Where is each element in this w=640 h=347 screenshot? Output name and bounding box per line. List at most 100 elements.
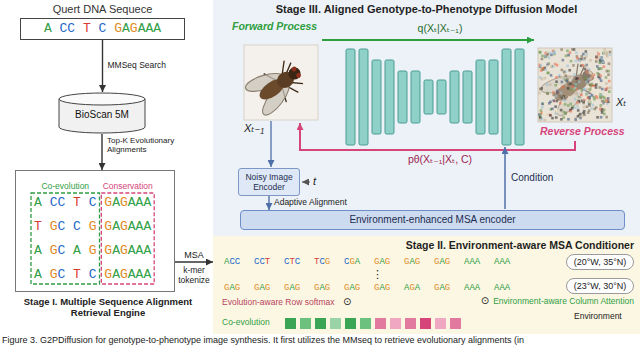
base-letter: T	[73, 195, 81, 210]
noise-pixel	[609, 53, 612, 56]
noise-pixel	[593, 74, 596, 77]
noise-pixel	[546, 72, 549, 75]
noise-pixel	[561, 97, 564, 100]
noise-pixel	[608, 80, 611, 83]
noise-pixel	[539, 64, 542, 67]
noise-pixel	[551, 117, 554, 120]
noise-pixel	[599, 93, 602, 96]
noise-pixel	[603, 113, 606, 116]
noise-pixel	[545, 113, 548, 116]
kmer-token: GAG	[314, 283, 330, 293]
noisy-image	[538, 48, 612, 122]
base-letter: C	[60, 21, 68, 36]
noise-pixel	[544, 119, 547, 122]
base-letter	[106, 21, 114, 36]
annotation-label: Forward Process	[232, 20, 317, 32]
noise-pixel	[560, 92, 563, 95]
noise-pixel	[545, 51, 548, 54]
noise-pixel	[601, 100, 604, 103]
base-letter: C	[295, 257, 300, 267]
noise-pixel	[578, 98, 581, 101]
base-letter: A	[143, 195, 151, 210]
noise-pixel	[591, 94, 594, 97]
noise-pixel	[605, 88, 608, 91]
noise-pixel	[568, 69, 571, 72]
noise-pixel	[584, 96, 587, 99]
base-letter: A	[499, 257, 504, 267]
noise-pixel	[606, 51, 609, 54]
noise-pixel	[569, 76, 572, 79]
noise-pixel	[599, 59, 602, 62]
noise-pixel	[585, 80, 588, 83]
insect-head	[580, 68, 596, 84]
unet-block	[450, 71, 459, 123]
noise-pixel	[554, 84, 557, 87]
base-letter: C	[57, 243, 65, 258]
noise-pixel	[607, 111, 610, 114]
noise-pixel	[592, 104, 595, 107]
base-letter: A	[136, 267, 144, 282]
base-letter: C	[259, 257, 264, 267]
unet-block	[489, 60, 498, 134]
unet-block	[372, 60, 381, 134]
base-letter: A	[128, 243, 136, 258]
noise-pixel	[584, 77, 587, 80]
base-letter: G	[120, 267, 128, 282]
noise-pixel	[607, 73, 610, 76]
noise-pixel	[554, 105, 557, 108]
noise-pixel	[584, 68, 587, 71]
noise-pixel	[590, 85, 593, 88]
noise-pixel	[588, 101, 591, 104]
base-letter	[42, 243, 50, 258]
noise-pixel	[561, 81, 564, 84]
base-letter: C	[344, 257, 349, 267]
base-letter: A	[379, 283, 384, 293]
noise-pixel	[577, 109, 580, 112]
dna-sequence: T GC C G GAGAAA	[34, 215, 166, 239]
noise-pixel	[549, 77, 552, 80]
noise-pixel	[597, 113, 600, 116]
noise-pixel	[598, 68, 601, 71]
base-letter: A	[355, 257, 360, 267]
noise-pixel	[588, 109, 591, 112]
base-letter: A	[44, 21, 52, 36]
base-letter: A	[143, 267, 151, 282]
noise-pixel	[605, 82, 608, 85]
base-letter: A	[138, 21, 146, 36]
base-letter: A	[469, 283, 474, 293]
noise-pixel	[608, 90, 611, 93]
noise-pixel	[586, 105, 589, 108]
noise-pixel	[542, 67, 545, 70]
annotation-label: q(Xₜ|Xₜ₋₁)	[418, 22, 463, 34]
noise-pixel	[575, 80, 578, 83]
base-letter: A	[136, 219, 144, 234]
noise-pixel	[569, 110, 572, 113]
noise-pixel	[559, 102, 562, 105]
base-letter	[97, 243, 105, 258]
coevolution-square	[390, 318, 401, 329]
noise-pixel	[569, 57, 572, 60]
base-letter: A	[259, 283, 264, 293]
noise-pixel	[597, 53, 600, 56]
base-letter: G	[50, 267, 58, 282]
database-cylinder: BioScan 5M	[58, 92, 146, 134]
base-letter: A	[34, 267, 42, 282]
kmer-token: GAG	[254, 283, 270, 293]
base-letter: A	[128, 219, 136, 234]
node-label: (23°W, 30°N)	[569, 280, 631, 292]
noise-pixel	[573, 73, 576, 76]
noise-pixel	[547, 72, 550, 75]
noise-pixel	[590, 72, 593, 75]
noise-pixel	[562, 116, 565, 119]
noise-pixel	[600, 79, 603, 82]
noise-pixel	[602, 60, 605, 63]
cylinder-top	[59, 93, 145, 105]
base-letter	[42, 195, 50, 210]
base-letter: A	[499, 283, 504, 293]
noise-pixel	[576, 57, 579, 60]
unet-block	[502, 49, 511, 145]
unet-block	[346, 49, 355, 145]
base-letter	[65, 195, 73, 210]
environment-pill: (20°W, 35°N)	[566, 254, 634, 270]
base-letter: G	[114, 21, 122, 36]
